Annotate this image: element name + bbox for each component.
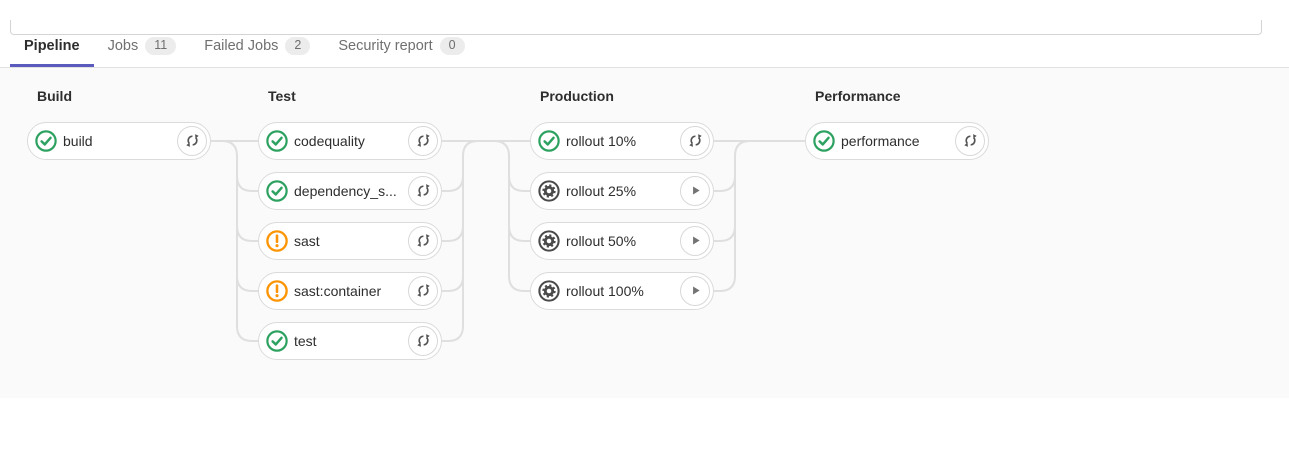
retry-icon (416, 183, 431, 198)
retry-button[interactable] (680, 125, 710, 156)
job-label: dependency_s... (294, 182, 397, 199)
status-warning-icon (266, 229, 288, 252)
stage-title: Test (268, 87, 296, 104)
top-panel-bottom-edge (10, 20, 1262, 35)
retry-icon (688, 133, 703, 148)
tab-failed-jobs[interactable]: Failed Jobs 2 (190, 29, 324, 67)
status-success-icon (538, 129, 560, 152)
play-button[interactable] (680, 175, 710, 206)
play-icon (688, 233, 703, 248)
status-success-icon (266, 129, 288, 152)
tab-label: Jobs (107, 37, 139, 54)
retry-icon (416, 233, 431, 248)
retry-button[interactable] (408, 175, 438, 206)
job-label: rollout 10% (566, 132, 637, 149)
job-label: sast (294, 232, 320, 249)
tab-pipeline[interactable]: Pipeline (10, 29, 94, 67)
play-icon (688, 283, 703, 298)
play-button[interactable] (680, 225, 710, 256)
job-label: codequality (294, 132, 365, 149)
retry-icon (416, 283, 431, 298)
status-manual-icon (538, 279, 560, 302)
retry-icon (963, 133, 978, 148)
status-success-icon (266, 329, 288, 352)
retry-button[interactable] (955, 125, 985, 156)
job-sast[interactable]: sast (258, 221, 442, 260)
retry-button[interactable] (408, 275, 438, 306)
stage-title: Production (540, 87, 614, 104)
job-rollout-25[interactable]: rollout 25% (530, 171, 714, 210)
stage-column-build: Build build (27, 68, 211, 172)
retry-icon (416, 133, 431, 148)
pipeline-page: { "tabs": [ { "label": "Pipeline", "badg… (0, 20, 1289, 453)
job-performance[interactable]: performance (805, 121, 989, 160)
status-manual-icon (538, 179, 560, 202)
pipeline-graph: Build build Test codequality dependency_s...… (0, 67, 1289, 398)
status-manual-icon (538, 229, 560, 252)
stage-connector-lines (211, 139, 805, 342)
status-success-icon (266, 179, 288, 202)
retry-button[interactable] (408, 125, 438, 156)
job-label: rollout 25% (566, 182, 637, 199)
tab-count-badge: 11 (145, 37, 177, 55)
status-success-icon (813, 129, 835, 152)
tab-count-badge: 0 (439, 37, 465, 55)
play-button[interactable] (680, 275, 710, 306)
job-rollout-50[interactable]: rollout 50% (530, 221, 714, 260)
stage-column-test: Test codequality dependency_s...sast sast:c… (258, 68, 442, 372)
retry-button[interactable] (177, 125, 207, 156)
retry-icon (185, 133, 200, 148)
job-label: test (294, 332, 317, 349)
pipeline-tabs: Pipeline Jobs 11 Failed Jobs 2 Security repor… (0, 29, 1289, 68)
stage-title: Performance (815, 87, 901, 104)
job-rollout-10[interactable]: rollout 10% (530, 121, 714, 160)
status-success-icon (35, 129, 57, 152)
job-label: rollout 100% (566, 282, 644, 299)
job-label: build (63, 132, 93, 149)
job-sast-container[interactable]: sast:container (258, 271, 442, 310)
retry-icon (416, 333, 431, 348)
tab-label: Failed Jobs (204, 37, 279, 54)
tab-count-badge: 2 (285, 37, 311, 55)
job-label: rollout 50% (566, 232, 637, 249)
status-warning-icon (266, 279, 288, 302)
job-dependency-s[interactable]: dependency_s... (258, 171, 442, 210)
job-test[interactable]: test (258, 321, 442, 360)
stage-title: Build (37, 87, 72, 104)
retry-button[interactable] (408, 225, 438, 256)
stage-column-performance: Performance performance (805, 68, 989, 172)
job-codequality[interactable]: codequality (258, 121, 442, 160)
job-rollout-100[interactable]: rollout 100% (530, 271, 714, 310)
job-build[interactable]: build (27, 121, 211, 160)
retry-button[interactable] (408, 325, 438, 356)
tab-label: Security report (338, 37, 433, 54)
stage-column-production: Production rollout 10% rollout 25% rollout … (530, 68, 714, 322)
job-label: performance (841, 132, 920, 149)
job-label: sast:container (294, 282, 382, 299)
tab-jobs[interactable]: Jobs 11 (94, 29, 191, 67)
tab-security-report[interactable]: Security report 0 (324, 29, 478, 67)
play-icon (688, 183, 703, 198)
tab-label: Pipeline (24, 37, 80, 54)
